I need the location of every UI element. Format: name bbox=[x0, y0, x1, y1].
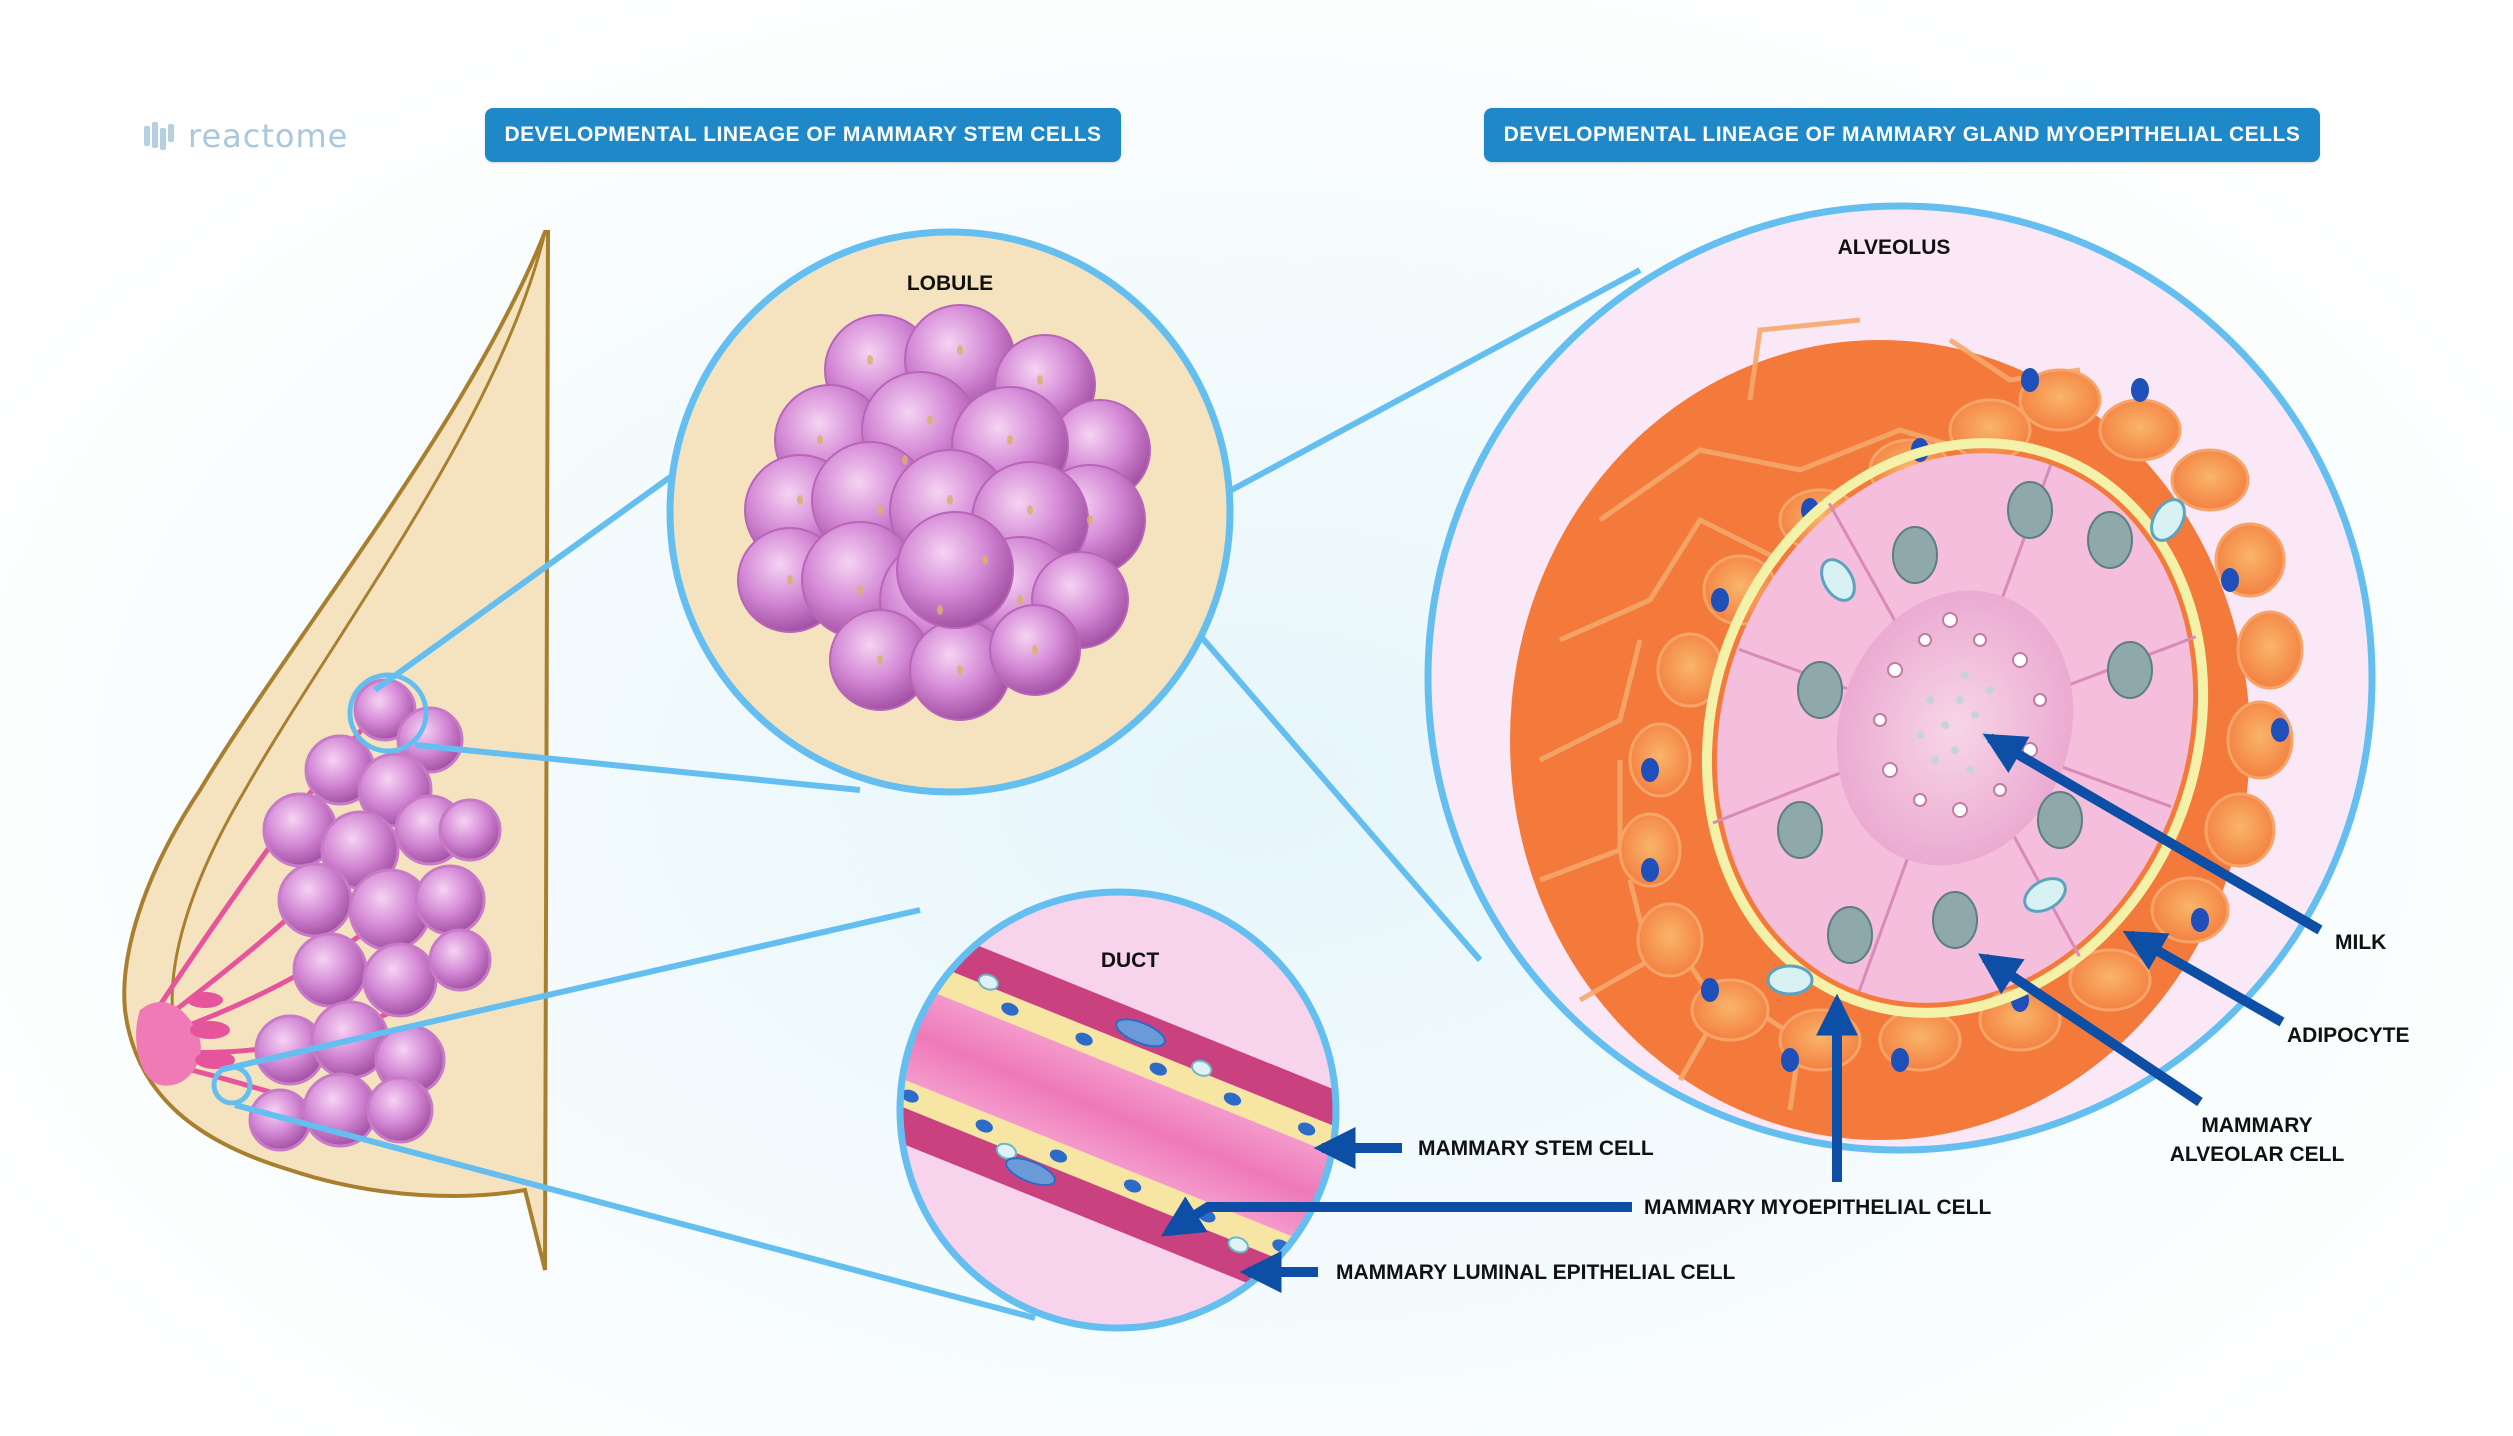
reactome-logo-icon bbox=[144, 122, 174, 150]
lobule-callout: LOBULE bbox=[666, 228, 1234, 796]
label-milk: MILK bbox=[2335, 931, 2386, 954]
duct-magnifier-ring bbox=[211, 1064, 253, 1106]
lobule-title: LOBULE bbox=[907, 272, 993, 295]
label-luminal-cell: MAMMARY LUMINAL EPITHELIAL CELL bbox=[1336, 1261, 1736, 1284]
label-arrows bbox=[1160, 733, 2323, 1293]
lobule-magnifier-ring bbox=[347, 672, 429, 754]
alveolar-cell-arrow bbox=[1978, 953, 2203, 1107]
label-adipocyte: ADIPOCYTE bbox=[2287, 1024, 2410, 1047]
reactome-logo[interactable]: reactome bbox=[140, 112, 348, 160]
alveolus-callout: ALVEOLUS bbox=[1424, 202, 2376, 1154]
duct-title: DUCT bbox=[1101, 949, 1159, 972]
header-mammary-stem-cells: DEVELOPMENTAL LINEAGE OF MAMMARY STEM CE… bbox=[485, 108, 1121, 162]
logo-text: reactome bbox=[188, 117, 349, 155]
adipocyte-arrow bbox=[2122, 930, 2285, 1027]
label-alveolar-cell-line2: ALVEOLAR CELL bbox=[2170, 1143, 2345, 1166]
breast-lobules bbox=[248, 678, 502, 1152]
myoepithelial-duct-arrow bbox=[1160, 1196, 1632, 1237]
label-stem-cell: MAMMARY STEM CELL bbox=[1418, 1137, 1654, 1160]
alveolus-title: ALVEOLUS bbox=[1838, 236, 1951, 259]
label-myoepithelial-cell: MAMMARY MYOEPITHELIAL CELL bbox=[1644, 1196, 1991, 1219]
label-alveolar-cell-line1: MAMMARY bbox=[2201, 1114, 2312, 1137]
header-myoepithelial-cells: DEVELOPMENTAL LINEAGE OF MAMMARY GLAND M… bbox=[1484, 108, 2320, 162]
milk-arrow bbox=[1982, 733, 2323, 935]
